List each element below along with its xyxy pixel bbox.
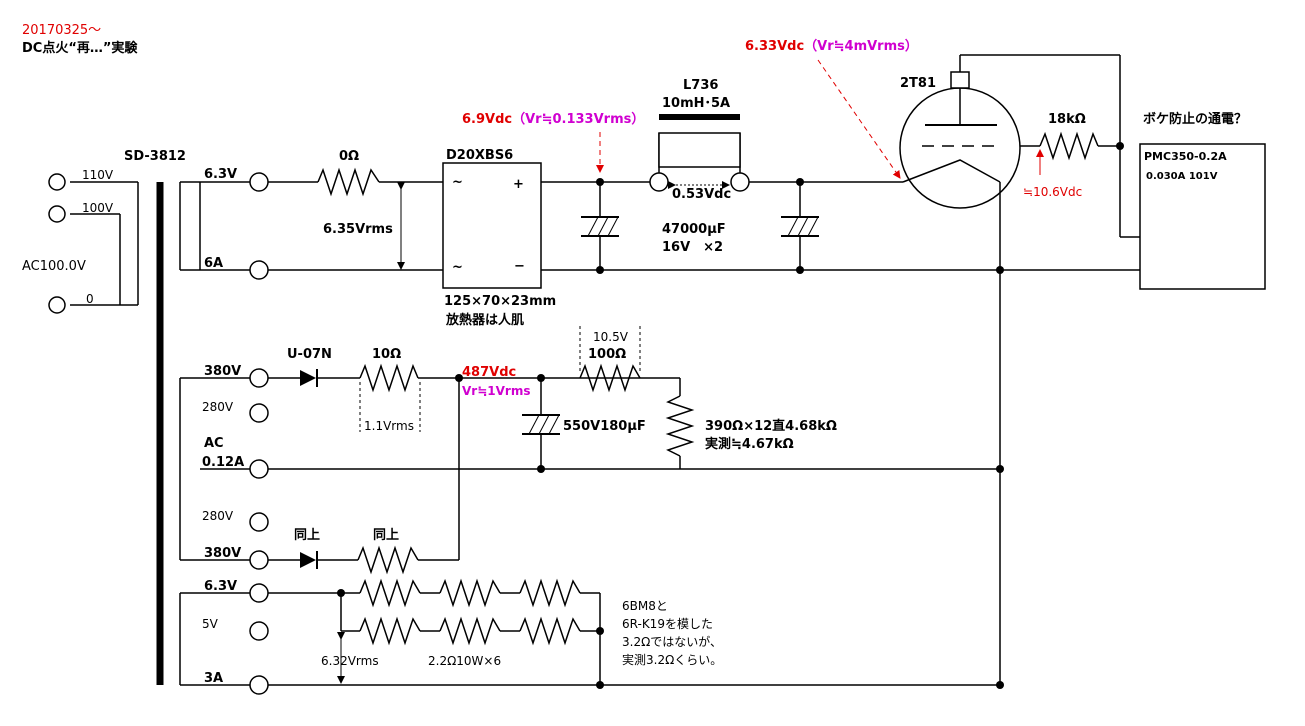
terminal-6a [249, 260, 269, 280]
terminal-0 [48, 296, 66, 314]
resistor-0ohm-label: 0Ω [339, 149, 359, 164]
terminal-380v-bot [249, 550, 269, 570]
meter-reading: 0.030A 101V [1146, 171, 1218, 182]
heater-note-line4: 実測3.2Ωくらい。 [622, 652, 722, 667]
choke-l736 [649, 114, 750, 192]
ac-input-label: AC100.0V [22, 259, 86, 274]
tap-6v3-label: 6.3V [204, 167, 237, 182]
heater-note-line3: 3.2Ωではないが、 [622, 634, 722, 649]
terminal-280v-bot [249, 512, 269, 532]
transformer-name: SD-3812 [124, 149, 186, 164]
hv-secondary: 380V 280V AC 0.12A 280V 380V [179, 364, 269, 570]
hv-output-ripple: Vr≒1Vrms [462, 384, 530, 398]
bridge-ac2: ~ [452, 260, 463, 275]
load-label-line1: 390Ω×12直4.68kΩ [705, 418, 837, 434]
tap-280v-top-label: 280V [202, 400, 234, 414]
meter-name: PMC350-0.2A [1144, 150, 1227, 163]
heater-resistors-label: 2.2Ω10W×6 [428, 654, 501, 668]
bridge-plus: + [513, 177, 524, 192]
hv-output-voltage: 487Vdc [462, 365, 516, 380]
vrms-6v35-label: 6.35Vrms [323, 222, 393, 237]
diode-u07n [300, 370, 316, 386]
choke-drop: 0.53Vdc [672, 187, 731, 202]
header-title: DC点火“再…”実験 [22, 40, 138, 56]
resistor-2-label: 同上 [373, 528, 399, 543]
heater-6v3-label: 6.3V [204, 579, 237, 594]
grid-voltage-label: ≒10.6Vdc [1023, 185, 1082, 199]
heater-resistors-bottom [359, 616, 600, 646]
resistor-0ohm [317, 167, 380, 197]
cap-rating: 16V ×2 [662, 240, 723, 255]
bridge-rectifier [442, 162, 542, 289]
resistor-18k-label: 18kΩ [1048, 112, 1086, 127]
r100-label: 100Ω [588, 347, 626, 362]
diode-2-label: 同上 [294, 528, 320, 543]
meter-box [1139, 143, 1266, 290]
r10-drop-label: 1.1Vrms [364, 419, 414, 433]
diode-u07n-label: U-07N [287, 347, 332, 362]
cap-value: 47000μF [662, 222, 726, 237]
resistor-load [665, 395, 695, 457]
voltage-6v33-label: 6.33Vdc（Vr≒4mVrms） [745, 38, 918, 54]
resistor-100ohm [579, 363, 641, 393]
filter-cap-2 [781, 182, 819, 270]
heater-secondary: 6.3V 5V 3A [179, 579, 269, 695]
tap-380v-top-label: 380V [204, 364, 241, 379]
resistor-2 [357, 545, 419, 575]
resistor-10ohm [359, 363, 419, 393]
heater-note-line2: 6R-K19を模した [622, 617, 713, 631]
load-label-line2: 実測≒4.67kΩ [705, 436, 794, 452]
tap-100v-label: 100V [82, 201, 114, 215]
terminal-280v-top [249, 403, 269, 423]
bridge-minus: − [514, 259, 525, 274]
heater-resistors-top [359, 578, 600, 608]
terminal-6v3 [249, 172, 269, 192]
tap-012a-label: 0.12A [202, 455, 244, 470]
terminal-380v-top [249, 368, 269, 388]
resistor-10ohm-label: 10Ω [372, 347, 401, 362]
bridge-ac1: ~ [452, 175, 463, 190]
voltage-6v9-label: 6.9Vdc（Vr≒0.133Vrms） [462, 111, 644, 127]
filament-secondary: 6.3V 6A [179, 167, 269, 280]
tap-6a-label: 6A [204, 256, 223, 271]
meter-note: ボケ防止の通電？ [1143, 111, 1247, 127]
tube-name: 2T81 [900, 76, 936, 91]
r100-drop-label: 10.5V [593, 330, 629, 344]
terminal-heater-5v [249, 621, 269, 641]
heater-vrms-label: 6.32Vrms [321, 654, 379, 668]
resistor-18k [1039, 131, 1099, 161]
terminal-ac [249, 459, 269, 479]
tap-0-label: 0 [86, 292, 94, 306]
tap-280v-bot-label: 280V [202, 509, 234, 523]
tube-2t81 [899, 54, 1168, 238]
hv-filter-cap [522, 378, 560, 469]
choke-spec: 10mH･5A [662, 96, 730, 111]
choke-name: L736 [683, 78, 718, 93]
transformer-primary: 110V 100V AC100.0V 0 [22, 168, 139, 314]
diode-2 [300, 552, 316, 568]
heater-5v-label: 5V [202, 617, 219, 631]
heatsink-note: 放熱器は人肌 [445, 312, 524, 328]
tap-ac-label: AC [204, 436, 224, 451]
terminal-heater-3a [249, 675, 269, 695]
tap-110v-label: 110V [82, 168, 114, 182]
terminal-100v [48, 205, 66, 223]
bridge-name: D20XBS6 [446, 148, 513, 163]
header-date: 20170325～ [22, 23, 101, 38]
filter-cap-1 [581, 182, 619, 270]
heater-3a-label: 3A [204, 671, 223, 686]
terminal-heater-6v3 [249, 583, 269, 603]
heatsink-size: 125×70×23mm [444, 294, 556, 309]
hv-cap-label: 550V180μF [563, 419, 646, 434]
tap-380v-bot-label: 380V [204, 546, 241, 561]
terminal-110v [48, 173, 66, 191]
heater-note-line1: 6BM8と [622, 599, 668, 613]
